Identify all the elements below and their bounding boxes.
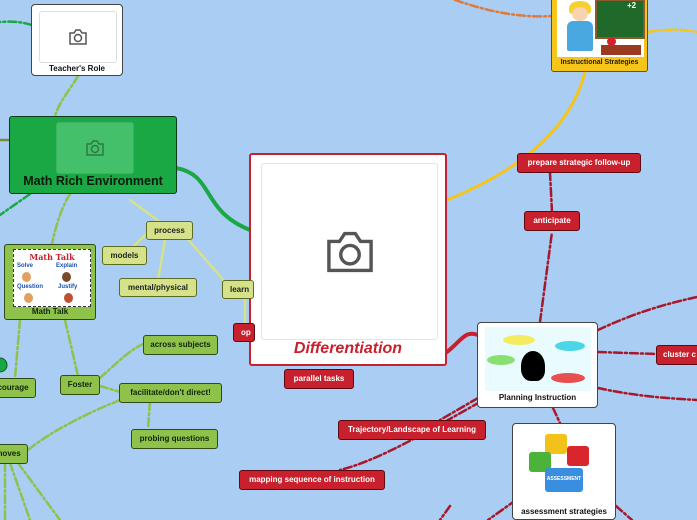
- connector-planning-assessment: [551, 406, 562, 425]
- chalkboard: [595, 0, 645, 39]
- connector-central-instructional: [445, 70, 587, 202]
- math-talk-word-justify: Justify: [58, 284, 78, 290]
- connector-assessment-right: [614, 504, 634, 520]
- learn-node[interactable]: learn: [222, 280, 254, 299]
- moves-node[interactable]: moves: [0, 444, 28, 464]
- central-photo: [261, 163, 438, 340]
- connector-central-planning: [445, 331, 480, 354]
- instructional-image: +2: [557, 0, 645, 57]
- math-talk-word-question: Question: [17, 284, 44, 290]
- anticipate-node[interactable]: anticipate: [524, 211, 580, 231]
- math-talk-node[interactable]: Math Talk Solve Explain Question Justify…: [4, 244, 96, 320]
- connector-anticipate-prepare: [548, 171, 554, 214]
- assessment-label: assessment strategies: [521, 507, 607, 516]
- differentiation-central-node[interactable]: Differentiation: [249, 153, 447, 366]
- camera-icon: [69, 29, 87, 45]
- teacher-dress: [567, 21, 593, 51]
- courage-node[interactable]: courage: [0, 378, 36, 398]
- teachers-role-label: Teacher's Role: [49, 64, 105, 73]
- thought-bubble-1: [503, 335, 535, 345]
- connector-math-talk-foster: [63, 318, 80, 378]
- math-talk-word-explain: Explain: [56, 263, 78, 269]
- kid-figure-3: [24, 293, 33, 303]
- parallel-tasks-node[interactable]: parallel tasks: [284, 369, 354, 389]
- connector-mental: [156, 238, 167, 282]
- connector-math-rich-central: [174, 166, 252, 232]
- thought-bubble-4: [551, 373, 585, 383]
- apple: [607, 37, 616, 46]
- connector-planning-anticipate: [538, 230, 554, 324]
- across-subjects-node[interactable]: across subjects: [143, 335, 218, 355]
- math-talk-word-solve: Solve: [17, 263, 34, 269]
- connector-foster-across: [98, 342, 145, 380]
- thought-bubble-2: [555, 341, 585, 351]
- head-silhouette: [521, 351, 545, 381]
- connector-learn: [183, 234, 228, 285]
- connector-facilitate-moves: [26, 398, 122, 452]
- op-node[interactable]: op: [233, 323, 255, 342]
- connector-moves-down-1: [8, 461, 32, 520]
- connector-instructional-right: [646, 28, 697, 34]
- connector-assessment-down: [486, 498, 518, 520]
- camera-icon: [86, 140, 104, 156]
- math-rich-photo: [56, 122, 134, 174]
- camera-icon: [326, 231, 373, 272]
- desk: [601, 45, 641, 55]
- math-rich-environment-node[interactable]: Math Rich Environment: [9, 116, 177, 194]
- puzzle-piece-blue: ASSESSMENT: [545, 468, 583, 492]
- connector-planning-right-top: [596, 295, 697, 332]
- planning-instruction-node[interactable]: Planning Instruction: [477, 322, 598, 408]
- connector-math-talk-courage: [13, 318, 22, 380]
- thought-bubble-3: [487, 355, 515, 365]
- trajectory-node[interactable]: Trajectory/Landscape of Learning: [338, 420, 486, 440]
- puzzle-piece-red: [567, 446, 589, 466]
- connector-instructional-orange: [453, 0, 554, 18]
- assessment-strategies-node[interactable]: ASSESSMENT assessment strategies: [512, 423, 616, 520]
- math-talk-label: Math Talk: [31, 307, 69, 316]
- models-node[interactable]: models: [102, 246, 147, 265]
- connector-planning-right-bottom: [596, 386, 697, 402]
- puzzle-label: ASSESSMENT: [546, 476, 582, 482]
- connector-math-rich-left: [0, 192, 32, 217]
- connector-moves-down-2: [16, 461, 62, 520]
- mental-physical-node[interactable]: mental/physical: [119, 278, 197, 297]
- connector-teacher-math-rich: [53, 74, 80, 118]
- probing-questions-node[interactable]: probing questions: [131, 429, 218, 449]
- teachers-role-node[interactable]: Teacher's Role: [31, 4, 123, 76]
- connector-math-rich-math-talk: [50, 192, 72, 246]
- connector-top-left: [0, 20, 34, 27]
- connector-process: [128, 198, 162, 224]
- kid-figure-4: [64, 293, 73, 303]
- connector-foster-facilitate: [98, 384, 122, 394]
- kid-figure-2: [62, 272, 71, 282]
- foster-node[interactable]: Foster: [60, 375, 100, 395]
- math-rich-label: Math Rich Environment: [23, 174, 163, 188]
- planning-label: Planning Instruction: [498, 393, 577, 402]
- planning-image: [485, 327, 591, 391]
- puzzle-piece-green: [529, 452, 551, 472]
- teachers-role-photo: [39, 11, 117, 63]
- prepare-followup-node[interactable]: prepare strategic follow-up: [517, 153, 641, 173]
- puzzle-piece-yellow: [545, 434, 567, 454]
- connector-planning-cluster: [596, 350, 658, 356]
- central-title: Differentiation: [293, 340, 403, 357]
- connector-planning-trajectory: [438, 396, 480, 422]
- connector-facilitate-probing: [146, 400, 152, 430]
- kid-figure-1: [22, 272, 31, 282]
- facilitate-node[interactable]: facilitate/don't direct!: [119, 383, 222, 403]
- mapping-node[interactable]: mapping sequence of instruction: [239, 470, 385, 490]
- instructional-label: Instructional Strategies: [560, 59, 639, 66]
- math-talk-title: Math Talk: [29, 252, 75, 262]
- puzzle-image: ASSESSMENT: [527, 428, 601, 502]
- connector-planning-mapping: [338, 400, 482, 472]
- chalkboard-math: +2: [627, 1, 637, 10]
- process-node[interactable]: process: [146, 221, 193, 240]
- math-talk-image: Math Talk Solve Explain Question Justify: [13, 249, 91, 307]
- connector-left-down: [438, 504, 452, 520]
- cluster-node[interactable]: cluster c: [656, 345, 697, 365]
- green-circle-node: [0, 357, 8, 373]
- instructional-strategies-node[interactable]: +2 Instructional Strategies: [551, 0, 648, 72]
- teacher-face: [572, 7, 588, 21]
